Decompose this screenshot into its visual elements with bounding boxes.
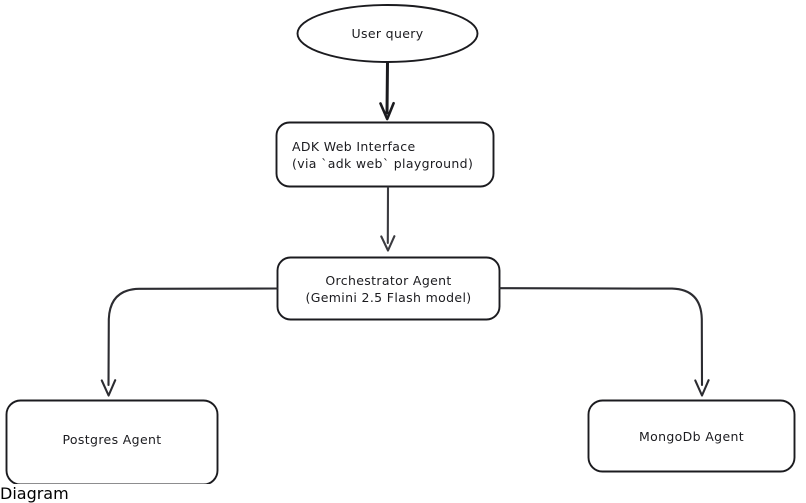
edge-orchestrator-to-mongodb [498,287,710,397]
edge-orchestrator-to-postgres [100,287,279,397]
node-shape-user-query[interactable] [296,4,479,63]
node-shape-adk-web[interactable] [275,121,495,188]
edge-user-to-adk [379,61,395,121]
edge-adk-to-orchestrator [380,186,396,252]
arrowhead-icon [380,235,396,252]
diagram-canvas: User query ADK Web Interface (via `adk w… [5,4,796,485]
node-shape-postgres-agent[interactable] [5,399,219,485]
arrowhead-icon [100,379,117,397]
arrowhead-icon [694,379,710,397]
diagram-shapes [5,4,796,485]
node-shape-orchestrator[interactable] [276,256,501,321]
arrowhead-icon [379,101,395,121]
node-shape-mongodb-agent[interactable] [587,399,796,473]
